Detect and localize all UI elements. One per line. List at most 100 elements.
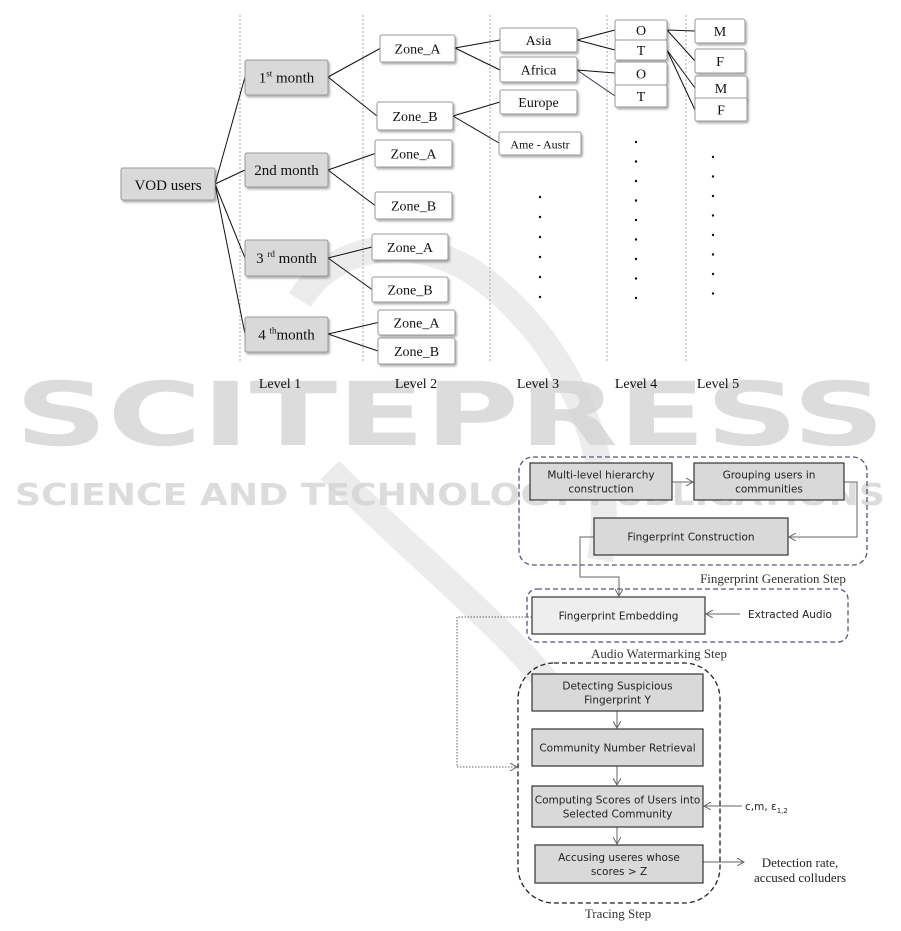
connector-line bbox=[454, 39, 501, 49]
ellipsis-dot bbox=[538, 275, 542, 279]
zone-node-label: Zone_B bbox=[391, 200, 436, 215]
month-ordinal-suffix: rd bbox=[267, 249, 275, 259]
connector-line bbox=[327, 322, 379, 335]
region-node-box bbox=[499, 89, 578, 115]
level4-node-label: T bbox=[637, 90, 646, 105]
zone-node-box bbox=[376, 101, 454, 131]
fingerprint-flowchart: Multi-level hierarchyconstructionGroupin… bbox=[456, 456, 868, 921]
month-word: month bbox=[275, 251, 318, 267]
connector-line bbox=[327, 246, 373, 259]
tracing-step-title: Tracing Step bbox=[585, 906, 651, 921]
tracing-output: Detection rate, bbox=[762, 855, 839, 870]
ellipsis-dot bbox=[711, 214, 715, 217]
detecting-suspicious-label: Detecting Suspicious bbox=[562, 681, 672, 693]
parameters-subscript: 1,2 bbox=[777, 807, 788, 815]
root-node-label: VOD users bbox=[134, 178, 201, 194]
level5-node-label: F bbox=[717, 104, 725, 119]
connector-line bbox=[666, 49, 696, 111]
connector-line bbox=[327, 257, 373, 290]
community-retrieval-label: Community Number Retrieval bbox=[539, 743, 695, 755]
connector-line bbox=[214, 183, 246, 335]
dotted-flow-arrow bbox=[456, 616, 532, 767]
watermark-title: SCITEPRESS bbox=[15, 363, 885, 466]
zone-node-label: Zone_B bbox=[387, 284, 432, 299]
connector-line bbox=[576, 69, 616, 74]
fingerprint-construction-box bbox=[593, 517, 789, 556]
connector-line bbox=[327, 169, 376, 206]
month-node-label: 4 thmonth bbox=[258, 326, 315, 344]
month-word: month bbox=[276, 328, 315, 344]
connector-line bbox=[452, 115, 500, 144]
level4-node-label: O bbox=[636, 68, 646, 83]
fingerprint-embedding-label: Fingerprint Embedding bbox=[559, 611, 679, 623]
connector-line bbox=[327, 48, 381, 78]
level4-node-box bbox=[614, 39, 668, 61]
ellipsis-dot bbox=[634, 218, 638, 222]
region-node-label: Africa bbox=[521, 64, 558, 79]
month-number: 4 bbox=[258, 328, 269, 344]
ellipsis-dot bbox=[538, 195, 542, 199]
zone-node-box bbox=[374, 139, 453, 168]
detecting-suspicious-box bbox=[531, 673, 704, 712]
computing-scores-label: Computing Scores of Users into bbox=[535, 795, 701, 807]
computing-scores-box bbox=[531, 785, 704, 828]
connector-line bbox=[214, 169, 246, 185]
month-node-box bbox=[244, 239, 329, 277]
zone-node-box bbox=[377, 337, 456, 365]
ellipsis-dot bbox=[634, 140, 638, 144]
month-number: 1 bbox=[259, 71, 267, 87]
detecting-suspicious-label: Fingerprint Y bbox=[584, 695, 651, 707]
region-node-box bbox=[498, 131, 582, 156]
connector-line bbox=[327, 333, 379, 352]
generation-step-title: Fingerprint Generation Step bbox=[700, 571, 846, 586]
ellipsis-dot bbox=[634, 199, 638, 202]
connector-line bbox=[576, 29, 616, 41]
community-retrieval-box bbox=[531, 728, 704, 767]
level-label: Level 5 bbox=[697, 377, 739, 392]
connector-line bbox=[454, 47, 501, 71]
zone-node-label: Zone_A bbox=[387, 241, 434, 256]
region-node-label: Europe bbox=[518, 96, 558, 111]
ellipsis-dot bbox=[711, 194, 715, 198]
month-ordinal-suffix: th bbox=[269, 326, 277, 336]
level5-node-label: F bbox=[716, 55, 724, 70]
connector-line bbox=[214, 76, 246, 185]
ellipsis-dot bbox=[711, 233, 715, 237]
ellipsis-dot bbox=[634, 296, 638, 300]
tracing-output: accused colluders bbox=[754, 870, 846, 885]
parameters-text: c,m, ε bbox=[745, 801, 777, 813]
ellipsis-dot bbox=[538, 235, 542, 239]
ellipsis-dot bbox=[634, 238, 638, 241]
zone-node-box bbox=[371, 276, 449, 303]
month-number: 2nd month bbox=[254, 163, 319, 179]
watermarking-step-title: Audio Watermarking Step bbox=[591, 646, 727, 661]
zone-node-box bbox=[377, 309, 456, 336]
generation-step-group bbox=[518, 456, 868, 566]
month-number: 3 bbox=[256, 251, 267, 267]
region-node-label: Asia bbox=[526, 34, 552, 49]
ellipsis-dot bbox=[634, 257, 638, 261]
month-node-box bbox=[244, 316, 329, 353]
zone-node-box bbox=[371, 233, 449, 261]
grouping-users-label: communities bbox=[735, 484, 803, 496]
month-node-box bbox=[244, 152, 329, 188]
ellipsis-dot bbox=[711, 253, 715, 256]
month-node-label: 3 rd month bbox=[256, 249, 317, 267]
hierarchy-construction-box bbox=[529, 462, 673, 501]
level4-node-label: O bbox=[636, 24, 646, 39]
zone-node-label: Zone_A bbox=[395, 43, 442, 58]
ellipsis-dot bbox=[711, 155, 715, 159]
connector-line bbox=[576, 69, 616, 97]
level-label: Level 1 bbox=[259, 377, 301, 392]
computing-scores-label: Selected Community bbox=[563, 809, 673, 821]
hierarchy-construction-label: construction bbox=[568, 484, 633, 496]
zone-node-label: Zone_B bbox=[392, 110, 437, 125]
level-label: Level 2 bbox=[395, 377, 437, 392]
connector-line bbox=[214, 183, 246, 259]
level5-node-box bbox=[694, 18, 746, 44]
month-word: month bbox=[272, 71, 315, 87]
connector-line bbox=[576, 39, 616, 51]
grouping-users-label: Grouping users in bbox=[723, 470, 816, 482]
